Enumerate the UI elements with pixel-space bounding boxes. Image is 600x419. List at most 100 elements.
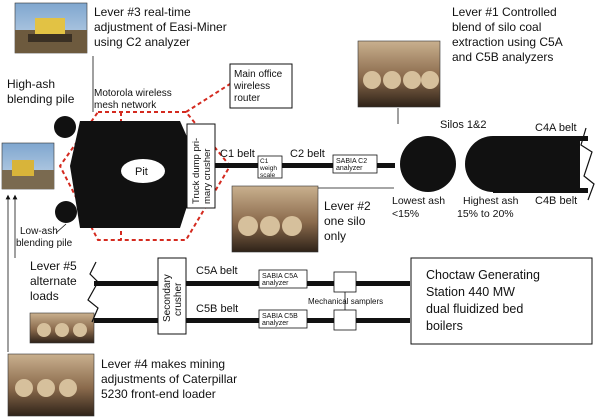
sampler-c5b xyxy=(333,309,357,331)
svg-text:<15%: <15% xyxy=(392,208,419,220)
low-ash-label: Low-ash blending pile xyxy=(16,226,73,249)
high-ash-pile-dot xyxy=(54,116,76,138)
svg-text:Motorola wireless: Motorola wireless xyxy=(94,88,172,99)
sampler-c5a xyxy=(333,271,357,293)
c4b-belt-label: C4B belt xyxy=(535,195,577,207)
c5a-belt-label: C5A belt xyxy=(196,265,238,277)
svg-text:scale: scale xyxy=(260,172,276,179)
svg-text:15% to 20%: 15% to 20% xyxy=(457,208,514,220)
svg-text:5230 front-end loader: 5230 front-end loader xyxy=(101,387,216,401)
photo-lever4 xyxy=(7,353,95,417)
svg-text:and C5B analyzers: and C5B analyzers xyxy=(452,50,553,64)
main-office-label: Main office wireless router xyxy=(233,69,283,104)
motorola-label: Motorola wireless mesh network xyxy=(94,88,172,111)
svg-text:only: only xyxy=(324,229,346,243)
lowest-ash-label: Lowest ash <15% xyxy=(392,195,445,220)
c1-belt-label: C1 belt xyxy=(220,148,255,160)
svg-text:Lever #3 real-time: Lever #3 real-time xyxy=(94,5,191,19)
svg-text:alternate: alternate xyxy=(30,274,77,288)
silos-label: Silos 1&2 xyxy=(440,119,486,131)
svg-text:boilers: boilers xyxy=(426,319,463,333)
high-ash-label: High-ash blending pile xyxy=(7,77,75,106)
c4a-belt-label: C4A belt xyxy=(535,122,577,134)
svg-text:one silo: one silo xyxy=(324,214,366,228)
sabia-c2-box xyxy=(332,154,378,174)
mechanical-samplers-label: Mechanical samplers xyxy=(308,297,383,306)
svg-text:SABIA C5A: SABIA C5A xyxy=(262,273,298,280)
svg-text:blending pile: blending pile xyxy=(16,238,73,249)
c1-belt xyxy=(215,163,395,168)
photo-high-ash-pile xyxy=(1,142,55,190)
svg-text:Station 440 MW: Station 440 MW xyxy=(426,285,515,299)
svg-text:Lever #1 Controlled: Lever #1 Controlled xyxy=(452,5,557,19)
svg-text:Truck dump pri-: Truck dump pri- xyxy=(191,138,202,204)
sabia-c2-label: SABIA C2 analyzer xyxy=(336,158,367,172)
svg-text:extraction using C5A: extraction using C5A xyxy=(452,35,563,49)
svg-text:crusher: crusher xyxy=(173,282,184,316)
svg-text:Lever #2: Lever #2 xyxy=(324,199,371,213)
sabia-c5a-label: SABIA C5A analyzer xyxy=(262,273,298,287)
c4-belt-end xyxy=(496,141,580,188)
photo-lever5 xyxy=(29,312,95,344)
silo-1 xyxy=(400,136,456,192)
svg-text:Low-ash: Low-ash xyxy=(20,226,58,237)
low-ash-arrow xyxy=(55,223,67,234)
svg-text:analyzer: analyzer xyxy=(262,280,289,287)
sabia-c5b-box xyxy=(258,309,308,329)
lower-left-break xyxy=(87,261,99,323)
svg-text:loads: loads xyxy=(30,289,59,303)
main-office-box xyxy=(229,63,293,109)
svg-text:Highest ash: Highest ash xyxy=(463,195,519,207)
sabia-c5a-box xyxy=(258,269,308,289)
c4-break-mark xyxy=(580,127,595,201)
c4b-belt xyxy=(493,188,588,193)
secondary-crusher-label: Secondary crusher xyxy=(162,274,184,322)
lever1-caption: Lever #1 Controlled blend of silo coal e… xyxy=(452,5,563,64)
svg-text:Secondary: Secondary xyxy=(162,274,173,322)
c2-belt-label: C2 belt xyxy=(290,148,325,160)
photo-lever2 xyxy=(231,185,319,253)
truck-dump-label: Truck dump pri- mary crusher xyxy=(191,138,213,204)
c5b-belt-label: C5B belt xyxy=(196,303,238,315)
svg-text:adjustments of Caterpillar: adjustments of Caterpillar xyxy=(101,372,237,386)
lower-feed-belt xyxy=(94,281,158,286)
pit-ellipse xyxy=(121,159,165,183)
lever3-caption: Lever #3 real-time adjustment of Easi-Mi… xyxy=(94,5,227,49)
svg-text:blending pile: blending pile xyxy=(7,92,75,106)
lower-feed-belt-2 xyxy=(94,318,158,323)
svg-text:weigh: weigh xyxy=(259,165,277,172)
svg-text:mesh network: mesh network xyxy=(94,100,157,111)
c1-weigh-label: C1 weigh scale xyxy=(259,158,277,179)
secondary-crusher-box xyxy=(157,257,187,335)
pit-label: Pit xyxy=(135,166,148,178)
choctaw-station-box xyxy=(410,257,593,345)
c4a-belt xyxy=(493,136,588,141)
svg-text:analyzer: analyzer xyxy=(336,165,363,172)
svg-text:SABIA C5B: SABIA C5B xyxy=(262,313,298,320)
svg-text:using C2 analyzer: using C2 analyzer xyxy=(94,35,190,49)
lever5-caption: Lever #5 alternate loads xyxy=(30,259,77,303)
svg-text:High-ash: High-ash xyxy=(7,77,55,91)
svg-text:mary crusher: mary crusher xyxy=(202,149,213,204)
svg-text:Lever #4 makes mining: Lever #4 makes mining xyxy=(101,357,225,371)
svg-text:Main office: Main office xyxy=(234,69,283,80)
svg-text:wireless: wireless xyxy=(233,81,270,92)
svg-text:SABIA C2: SABIA C2 xyxy=(336,158,367,165)
svg-text:router: router xyxy=(234,93,261,104)
svg-text:C1: C1 xyxy=(260,158,269,165)
lever2-caption: Lever #2 one silo only xyxy=(324,199,371,243)
choctaw-station-label: Choctaw Generating Station 440 MW dual f… xyxy=(426,268,540,333)
svg-text:Lever #5: Lever #5 xyxy=(30,259,77,273)
photo-lever1 xyxy=(357,40,441,108)
c1-weigh-scale-box xyxy=(257,155,283,179)
svg-text:Lowest ash: Lowest ash xyxy=(392,195,445,207)
photo-lever3 xyxy=(14,2,88,54)
svg-text:blend of silo coal: blend of silo coal xyxy=(452,20,541,34)
highest-ash-label: Highest ash 15% to 20% xyxy=(457,195,519,220)
truck-dump-crusher-box xyxy=(186,123,216,209)
lever4-caption: Lever #4 makes mining adjustments of Cat… xyxy=(101,357,237,401)
sabia-c5b-label: SABIA C5B analyzer xyxy=(262,313,298,327)
svg-text:dual fluidized bed: dual fluidized bed xyxy=(426,302,523,316)
svg-text:Choctaw Generating: Choctaw Generating xyxy=(426,268,540,282)
low-ash-pile-dot xyxy=(55,201,77,223)
